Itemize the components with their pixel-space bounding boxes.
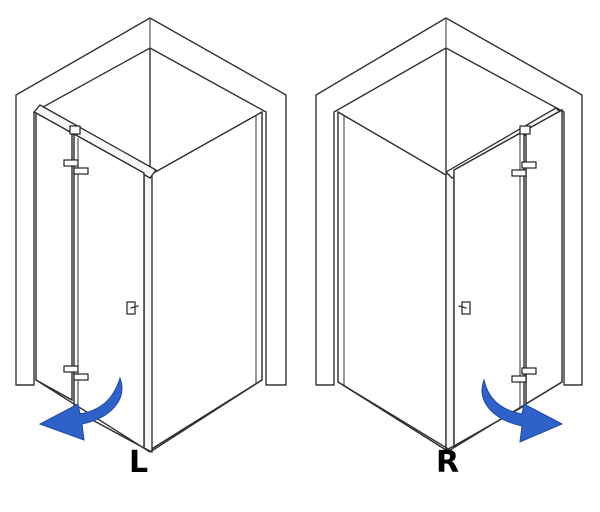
left-variant-label: L: [129, 445, 149, 480]
right-corner-profile: [445, 168, 455, 452]
left-top-clamp-icon: [69, 125, 81, 135]
left-fixed-panel: [35, 111, 73, 402]
left-corner-profile: [143, 170, 153, 454]
left-side-panel: [149, 110, 263, 452]
right-walls: [315, 17, 583, 386]
right-swing-arrow-icon: [481, 378, 564, 443]
right-upper-hinge-icon: [511, 161, 537, 177]
right-variant-enclosure: [315, 17, 583, 452]
right-lower-hinge-icon: [511, 367, 537, 383]
left-upper-hinge-icon: [63, 159, 89, 175]
right-side-panel: [337, 110, 447, 452]
right-fixed-panel: [525, 108, 563, 406]
left-lower-hinge-icon: [63, 365, 89, 381]
right-top-clamp-icon: [519, 125, 531, 135]
left-variant-enclosure: [15, 17, 287, 454]
right-door-handle-icon: [458, 301, 471, 315]
left-swing-arrow-icon: [38, 376, 123, 441]
left-door-handle-icon: [126, 301, 139, 315]
right-variant-label: R: [436, 445, 460, 480]
left-walls: [15, 17, 287, 386]
